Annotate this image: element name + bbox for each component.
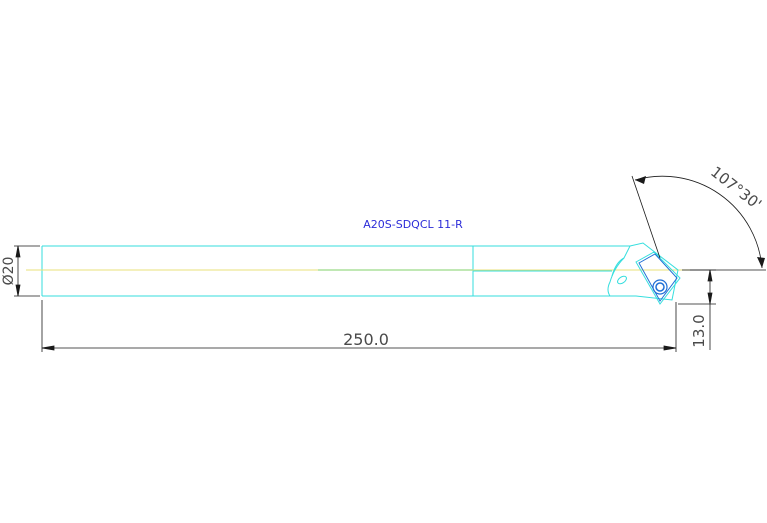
length-dimension-text: 250.0 bbox=[343, 330, 389, 349]
tool-shank bbox=[41, 245, 630, 297]
angle-dimension bbox=[631, 175, 766, 271]
clamp-hole bbox=[617, 275, 627, 285]
insert-screw-inner bbox=[655, 282, 665, 292]
diameter-arrow-top bbox=[15, 245, 21, 258]
offset-arrow-bottom bbox=[707, 292, 713, 305]
length-arrow-right bbox=[663, 345, 677, 351]
diameter-dimension-text: Ø20 bbox=[1, 257, 17, 286]
angle-dimension-text: 107°30' bbox=[707, 163, 765, 214]
part-number-label: A20S-SDQCL 11-R bbox=[363, 218, 463, 231]
offset-dimension bbox=[678, 269, 716, 350]
insert-seat bbox=[635, 251, 681, 305]
angle-arrow-start bbox=[635, 176, 646, 184]
angle-arc bbox=[634, 175, 763, 269]
angle-arrow-end bbox=[757, 257, 765, 268]
length-dimension bbox=[41, 300, 677, 352]
diameter-dimension bbox=[14, 245, 40, 297]
length-arrow-left bbox=[41, 345, 55, 351]
tool-head bbox=[607, 242, 681, 305]
angle-ext-line bbox=[631, 175, 661, 259]
diameter-arrow-bottom bbox=[15, 284, 21, 297]
head-contour bbox=[611, 257, 625, 277]
offset-arrow-top bbox=[707, 269, 713, 282]
head-profile bbox=[607, 242, 679, 301]
offset-dimension-text: 13.0 bbox=[690, 314, 708, 347]
insert-screw-outer bbox=[652, 279, 668, 295]
